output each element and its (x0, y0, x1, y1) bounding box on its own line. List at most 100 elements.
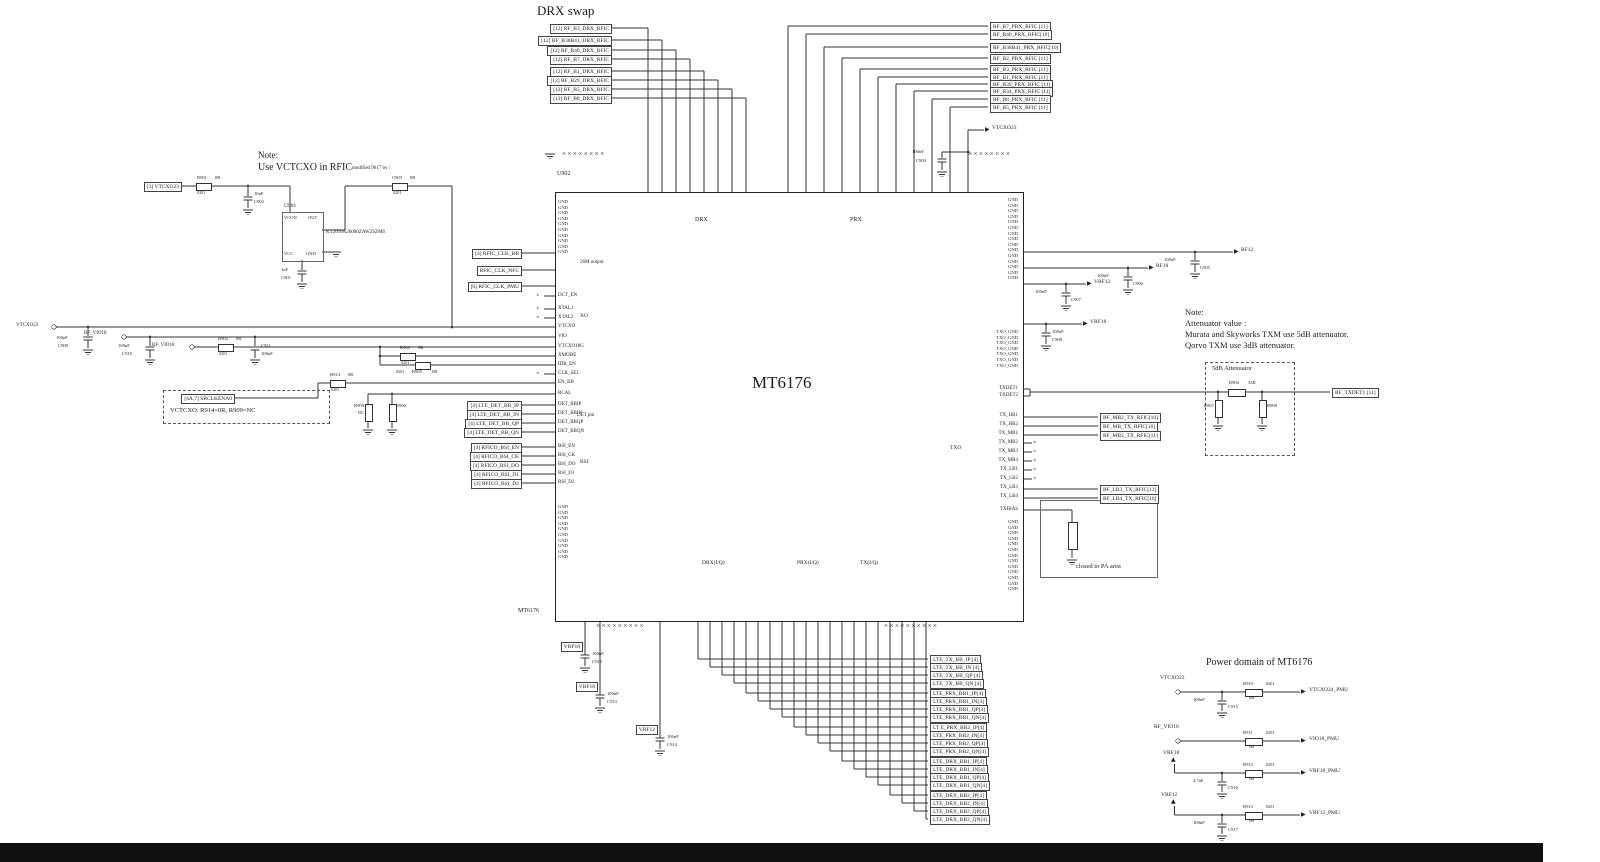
component-value: 10nF (254, 191, 264, 196)
gnd-pin-label: TXO_GND (996, 329, 1018, 334)
note-attenuator-line: Attenuator value : (1185, 318, 1247, 328)
gnd-pin-label: GND (558, 249, 568, 255)
component-ref: C915 (1228, 704, 1238, 709)
gnd-pin-label: GND (1008, 253, 1018, 258)
component-value: 100nF (592, 651, 604, 656)
component-value: 100nF (1193, 697, 1205, 702)
pin-label: TX_MB3 (998, 449, 1018, 455)
net-label: VRF18 (1163, 750, 1180, 756)
net-label: VTCXO23 (16, 323, 39, 328)
component-value: 0R (410, 175, 416, 180)
component-value: 100nF (607, 691, 619, 696)
component-ref: R901 (197, 175, 207, 180)
net-label: RF_VIO18 (84, 331, 107, 336)
gnd-pin-label: GND (1008, 563, 1018, 569)
gnd-pin-label: GND (1008, 225, 1018, 230)
gnd-pin-label: TXO_GND (996, 334, 1018, 340)
chip-center-label: MT6176 (752, 373, 812, 392)
vctcxo-config-box (163, 390, 330, 424)
net-label: RF12 (1241, 247, 1254, 253)
net-label: VTCXO23 (1160, 675, 1185, 681)
component-value: 0R (432, 369, 438, 374)
no-connect-icons: ×××××××××× (884, 622, 939, 630)
no-connect-icon: × (536, 305, 540, 312)
bb-output-flag: LTE_DRX_BB2_QN[4] (930, 815, 990, 825)
pin-label: DET_BBIN (558, 411, 583, 417)
component-ref: C913 (607, 699, 617, 704)
no-connect-icons: ××××××××× (596, 622, 646, 630)
power-rail-icon: ▲ (1171, 756, 1176, 763)
component-ref: C910 (122, 351, 132, 356)
net-label: VTCXO23 (992, 125, 1017, 131)
group-label: DRX (695, 217, 708, 223)
pin-label: RCAL (558, 391, 572, 397)
component-package: 0201 (197, 190, 206, 195)
no-connect-icon: × (536, 314, 540, 321)
group-label: PRX(I/Q) (797, 560, 819, 566)
component-value: 0R (418, 345, 424, 350)
component-ref: R911 (1243, 730, 1253, 735)
gnd-pin-label: TXO_GND (996, 357, 1018, 362)
component-ref: R904 (1229, 380, 1239, 385)
r909-resistor (365, 404, 373, 422)
no-connect-icons: ×××××××× (562, 150, 606, 158)
net-arrow-icon: ▶ (1301, 687, 1306, 695)
component-value: 100nF (56, 335, 68, 340)
gnd-pin-label: GND (1008, 241, 1018, 247)
pin-label: VTCXO18G (558, 344, 584, 350)
net-label: RF_VIO18 (152, 343, 175, 348)
bb-output-flag: LTE_PRX_BB1_QN[4] (930, 713, 989, 723)
power-domain-title: Power domain of MT6176 (1206, 657, 1313, 668)
chip-part-label: MT6176 (518, 608, 539, 614)
gnd-pin-label: GND (558, 199, 568, 204)
component-package: 0201 (401, 360, 410, 365)
group-label: BSI (580, 459, 589, 465)
component-package: 0201 (331, 387, 340, 392)
component-package: 0201 (1266, 681, 1275, 686)
pin-label: TX_MB4 (998, 458, 1018, 464)
component-ref: R907 (1204, 403, 1214, 408)
pin-label: TX_HB2 (999, 422, 1018, 428)
pin-label: BSI_DO (558, 462, 576, 468)
bb-output-flag: LTE_DRX_BB1_QN[4] (930, 781, 990, 791)
gnd-pin-label: GND (558, 215, 568, 221)
component-ref: R903 (400, 345, 410, 350)
gnd-pin-label: GND (558, 515, 568, 521)
net-label: VRF12_PMU (1309, 810, 1340, 816)
gnd-pin-label: GND (1008, 197, 1018, 202)
net-label: VTCXO24_PMU (1309, 687, 1349, 693)
u901-pin-vcc: VCC (284, 251, 294, 256)
component-ref: C902 (254, 199, 264, 204)
pin-label: CLK_SEL (558, 371, 580, 377)
component-ref: R912 (1243, 762, 1253, 767)
pin-label: BSI_CK (558, 453, 576, 459)
gnd-pin-label: GND (1008, 535, 1018, 541)
component-value: 0R (1249, 695, 1255, 700)
vctcxo-config-note: VCTCXO: R914=0R, R909=NC (170, 407, 256, 414)
gnd-pin-label: GND (1008, 236, 1018, 242)
gnd-pin-label: GND (1008, 202, 1018, 208)
pin-label: TXBIAS (999, 507, 1018, 513)
net-arrow-icon: ▶ (1301, 810, 1306, 818)
sheet-title: DRX swap (537, 3, 595, 18)
pin-label: BSI_EN (558, 444, 575, 450)
component-value: 0R (1249, 744, 1255, 749)
group-label: XO (580, 313, 588, 319)
no-connect-icon: × (1033, 466, 1037, 473)
gnd-pin-label: GND (558, 204, 568, 210)
prx-output-flag: RF_B40_PRX_RFIC[10] (990, 30, 1053, 40)
component-ref: C912 (592, 659, 602, 664)
note-attenuator-line: Note: (1185, 307, 1204, 317)
drx-input-flag: [12] RF_B38B41_DRX_RFIC (538, 36, 612, 46)
gnd-pin-label: TXO_GND (996, 362, 1018, 368)
component-value: 100nF (667, 734, 679, 739)
pin-label: TX_MB1 (998, 431, 1018, 437)
pin-label: DET_BBQN (558, 429, 585, 435)
gnd-pin-label: GND (1008, 524, 1018, 530)
gnd-pin-label: GND (1008, 580, 1018, 586)
prx-output-flag: RF_B38B41_PRX_RFIC[10] (990, 43, 1062, 53)
series-resistor (1245, 812, 1263, 820)
component-value: 0R (236, 336, 242, 341)
